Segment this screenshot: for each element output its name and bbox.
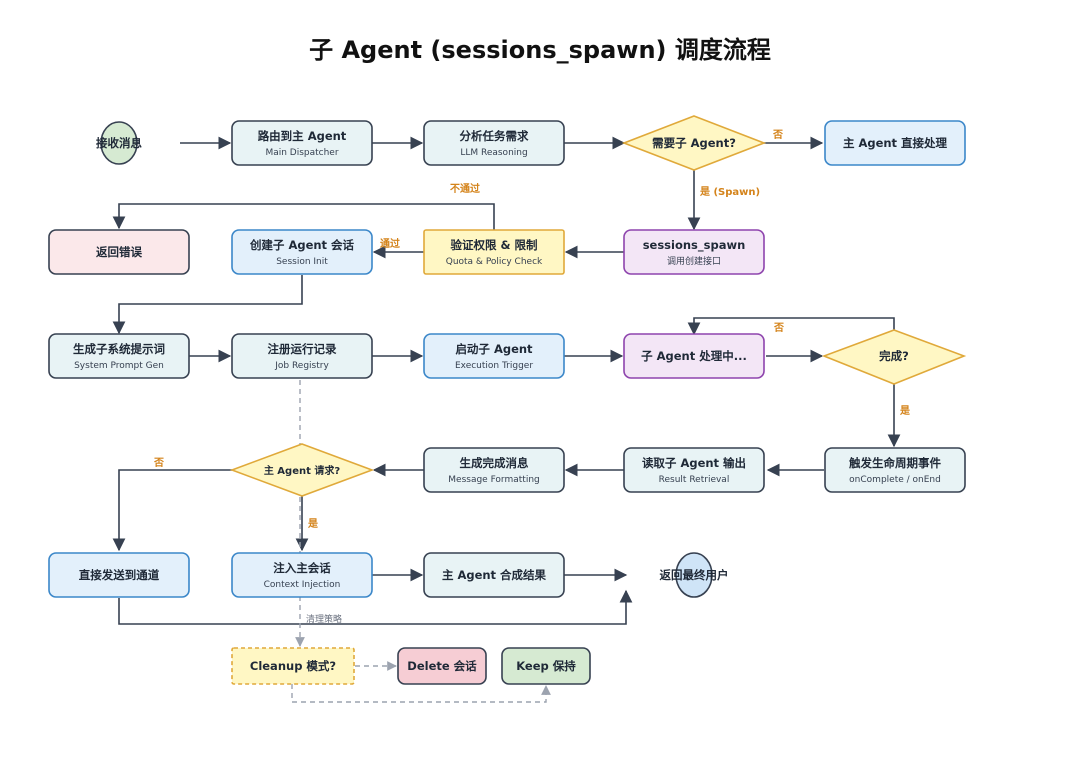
edges bbox=[112, 136, 901, 625]
label-verify-fail: 不通过 bbox=[450, 182, 480, 195]
node-read-title: 读取子 Agent 输出 bbox=[642, 456, 746, 470]
node-start-title: 启动子 Agent bbox=[455, 342, 533, 356]
node-verify-sub: Quota & Policy Check bbox=[446, 257, 543, 267]
node-route-title: 路由到主 Agent bbox=[258, 129, 347, 143]
label-need-yes: 是 (Spawn) bbox=[699, 186, 760, 198]
dashed-edges bbox=[291, 380, 551, 703]
node-route-main: 路由到主 Agent Main Dispatcher bbox=[231, 120, 373, 166]
diagram-title: 子 Agent (sessions_spawn) 调度流程 bbox=[309, 36, 771, 64]
node-spawn-sub: 调用创建接口 bbox=[667, 255, 721, 267]
edge-cleanup-keep bbox=[291, 684, 551, 703]
label-request-no: 否 bbox=[153, 457, 164, 469]
node-read-sub: Result Retrieval bbox=[659, 475, 730, 485]
node-verify-title: 验证权限 & 限制 bbox=[450, 238, 537, 252]
edge-request-send bbox=[112, 469, 232, 552]
node-genmsg-sub: Message Formatting bbox=[448, 475, 539, 485]
node-lifecycle-sub: onComplete / onEnd bbox=[849, 475, 941, 485]
node-need-sub-title: 需要子 Agent? bbox=[652, 136, 736, 150]
label-need-no: 否 bbox=[772, 129, 783, 141]
node-start-sub-agent: 启动子 Agent Execution Trigger bbox=[423, 333, 565, 379]
node-genprompt-title: 生成子系统提示词 bbox=[73, 342, 165, 356]
node-main-direct-title: 主 Agent 直接处理 bbox=[843, 136, 948, 150]
node-send-title: 直接发送到通道 bbox=[79, 568, 160, 582]
node-send-channel: 直接发送到通道 bbox=[48, 552, 190, 598]
node-genprompt-sub: System Prompt Gen bbox=[74, 361, 164, 371]
edge-verify-error bbox=[112, 203, 495, 230]
node-main-request-title: 主 Agent 请求? bbox=[264, 464, 341, 477]
node-analyze-task: 分析任务需求 LLM Reasoning bbox=[423, 120, 565, 166]
node-return-user: 返回最终用户 bbox=[660, 552, 729, 598]
node-start-sub: Execution Trigger bbox=[455, 361, 533, 371]
node-gen-system-prompt: 生成子系统提示词 System Prompt Gen bbox=[48, 333, 190, 379]
node-main-direct: 主 Agent 直接处理 bbox=[824, 120, 966, 166]
label-request-yes: 是 bbox=[307, 518, 318, 530]
node-inject-title: 注入主会话 bbox=[273, 561, 331, 575]
node-return-user-title: 返回最终用户 bbox=[660, 568, 729, 582]
node-spawn-title: sessions_spawn bbox=[643, 238, 746, 253]
edge-create-genprompt bbox=[112, 275, 303, 335]
node-route-sub: Main Dispatcher bbox=[265, 148, 338, 158]
node-verify-permission: 验证权限 & 限制 Quota & Policy Check bbox=[423, 229, 565, 275]
node-lifecycle-event: 触发生命周期事件 onComplete / onEnd bbox=[824, 447, 966, 493]
node-keep-session: Keep 保持 bbox=[501, 647, 591, 685]
node-genmsg-title: 生成完成消息 bbox=[460, 456, 529, 470]
node-need-sub-agent: 需要子 Agent? bbox=[621, 115, 767, 171]
node-receive-title: 接收消息 bbox=[96, 136, 142, 150]
edge-send-user bbox=[118, 589, 633, 625]
node-inject-session: 注入主会话 Context Injection bbox=[231, 552, 373, 598]
node-synth-title: 主 Agent 合成结果 bbox=[442, 568, 547, 582]
node-return-error-title: 返回错误 bbox=[96, 245, 142, 259]
node-register-job: 注册运行记录 Job Registry bbox=[231, 333, 373, 379]
node-register-title: 注册运行记录 bbox=[268, 342, 337, 356]
node-synth-result: 主 Agent 合成结果 bbox=[423, 552, 565, 598]
node-keep-title: Keep 保持 bbox=[516, 659, 576, 673]
node-create-session: 创建子 Agent 会话 Session Init bbox=[231, 229, 373, 275]
node-delete-title: Delete 会话 bbox=[407, 659, 477, 673]
node-cleanup-title: Cleanup 模式? bbox=[250, 659, 336, 673]
node-gen-message: 生成完成消息 Message Formatting bbox=[423, 447, 565, 493]
node-create-title: 创建子 Agent 会话 bbox=[249, 238, 355, 252]
node-cleanup-mode: Cleanup 模式? bbox=[231, 647, 355, 685]
node-receive-message: 接收消息 bbox=[96, 121, 142, 165]
node-delete-session: Delete 会话 bbox=[397, 647, 487, 685]
label-verify-pass: 通过 bbox=[380, 237, 400, 250]
node-done-check: 完成? bbox=[821, 329, 967, 385]
node-sub-agent-processing: 子 Agent 处理中... bbox=[623, 333, 765, 379]
node-register-sub: Job Registry bbox=[274, 361, 329, 371]
label-done-no: 否 bbox=[773, 322, 784, 334]
edge-done-loop bbox=[687, 317, 895, 336]
node-lifecycle-title: 触发生命周期事件 bbox=[848, 456, 941, 470]
label-cleanup-policy: 清理策略 bbox=[306, 613, 342, 625]
node-main-request-check: 主 Agent 请求? bbox=[229, 443, 375, 497]
node-create-sub: Session Init bbox=[276, 257, 328, 267]
node-read-output: 读取子 Agent 输出 Result Retrieval bbox=[623, 447, 765, 493]
node-processing-title: 子 Agent 处理中... bbox=[641, 349, 747, 363]
node-analyze-title: 分析任务需求 bbox=[460, 129, 529, 143]
node-sessions-spawn: sessions_spawn 调用创建接口 bbox=[623, 229, 765, 275]
node-done-title: 完成? bbox=[879, 349, 909, 363]
node-inject-sub: Context Injection bbox=[264, 580, 341, 590]
node-analyze-sub: LLM Reasoning bbox=[460, 148, 527, 158]
node-return-error: 返回错误 bbox=[48, 229, 190, 275]
label-done-yes: 是 bbox=[899, 405, 910, 417]
